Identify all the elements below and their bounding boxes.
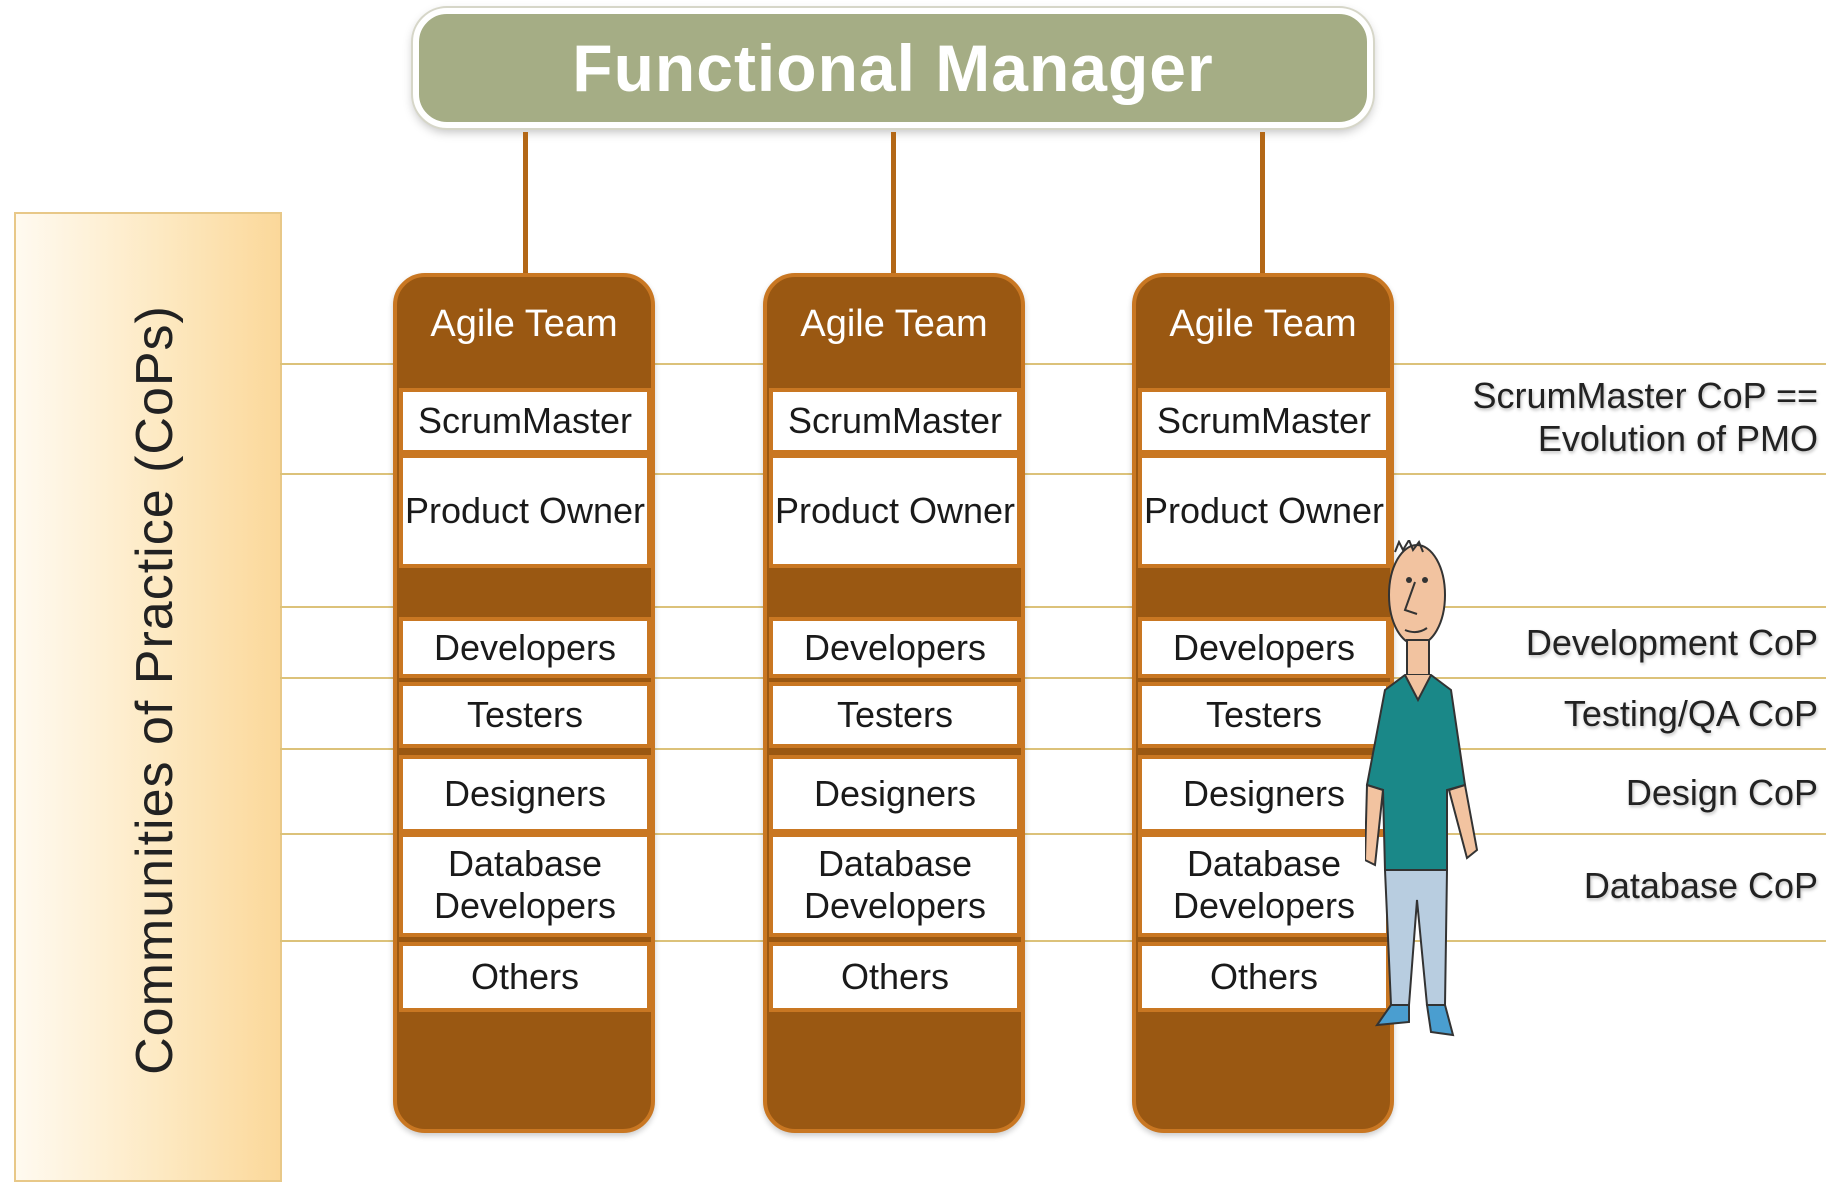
cop-line-top [280, 363, 1826, 365]
cop-label-design: Design CoP [1625, 772, 1818, 813]
role-others: Others [399, 942, 651, 1012]
role-testers: Testers [399, 682, 651, 748]
role-scrum-master: ScrumMaster [399, 388, 651, 454]
cartoon-person-icon [1365, 540, 1479, 1037]
cop-line-db-bottom [280, 940, 1826, 942]
role-product-owner: Product Owner [1138, 454, 1390, 568]
cop-line-dev-bottom [280, 677, 1826, 679]
role-product-owner: Product Owner [769, 454, 1021, 568]
agile-team-2: Agile Team ScrumMaster Product Owner Dev… [763, 273, 1025, 1133]
role-scrum-master: ScrumMaster [769, 388, 1021, 454]
role-developers: Developers [1138, 617, 1390, 678]
agile-team-1: Agile Team ScrumMaster Product Owner Dev… [393, 273, 655, 1133]
cop-line-design-bottom [280, 833, 1826, 835]
role-testers: Testers [769, 682, 1021, 748]
cop-line-dev-top [280, 606, 1826, 608]
agile-team-3: Agile Team ScrumMaster Product Owner Dev… [1132, 273, 1394, 1133]
cop-label-scrum-master: ScrumMaster CoP == Evolution of PMO [1472, 375, 1818, 459]
role-developers: Developers [399, 617, 651, 678]
role-database-developers: Database Developers [769, 833, 1021, 937]
cop-line-scrum-bottom [280, 473, 1826, 475]
role-developers: Developers [769, 617, 1021, 678]
role-designers: Designers [1138, 755, 1390, 833]
role-testers: Testers [1138, 682, 1390, 748]
cop-label-development: Development CoP [1525, 622, 1818, 663]
team-title: Agile Team [1169, 303, 1357, 345]
team-title: Agile Team [800, 303, 988, 345]
connector-team-2 [891, 132, 896, 275]
functional-manager-box: Functional Manager [413, 8, 1373, 128]
team-title: Agile Team [430, 303, 618, 345]
role-others: Others [1138, 942, 1390, 1012]
cop-label-database: Database CoP [1583, 865, 1818, 906]
cop-label-testing: Testing/QA CoP [1563, 693, 1818, 734]
role-product-owner: Product Owner [399, 454, 651, 568]
role-designers: Designers [399, 755, 651, 833]
role-database-developers: Database Developers [399, 833, 651, 937]
functional-manager-title: Functional Manager [572, 31, 1214, 105]
role-scrum-master: ScrumMaster [1138, 388, 1390, 454]
cop-line-test-bottom [280, 748, 1826, 750]
role-designers: Designers [769, 755, 1021, 833]
role-database-developers: Database Developers [1138, 833, 1390, 937]
connector-team-3 [1260, 132, 1265, 275]
cops-side-panel [14, 212, 282, 1182]
connector-team-1 [523, 132, 528, 275]
cops-panel-label: Communities of Practice (CoPs) [126, 305, 184, 1075]
role-others: Others [769, 942, 1021, 1012]
